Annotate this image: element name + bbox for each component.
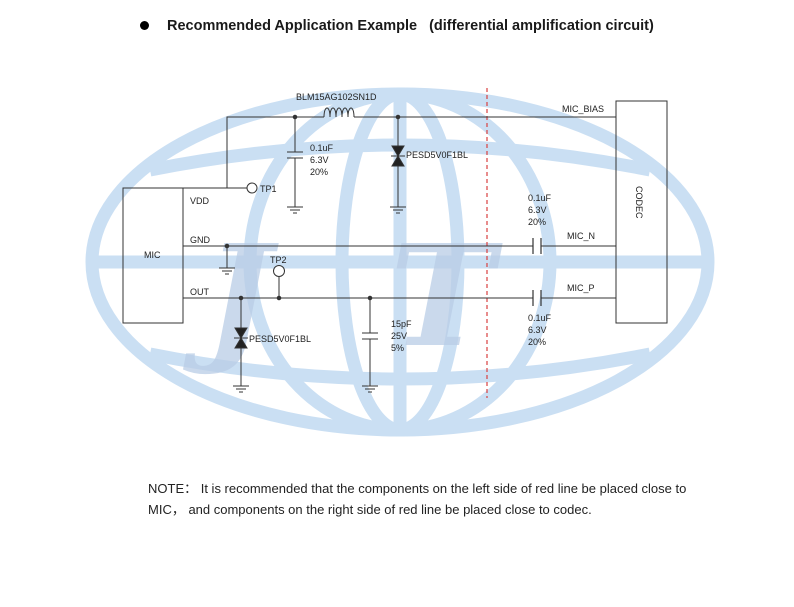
cap-out (362, 295, 378, 393)
cap-p-value: 0.1uF (528, 313, 552, 323)
cap-out-value: 15pF (391, 319, 412, 329)
cap-p-voltage: 6.3V (528, 325, 547, 335)
pin-p-label: MIC_P (567, 283, 595, 293)
svg-text:T: T (390, 215, 503, 379)
tvs-top-diode (390, 114, 406, 214)
codec-block (615, 100, 668, 324)
note-line-1: NOTE： It is recommended that the compone… (148, 481, 687, 496)
tp1-circle[interactable] (246, 182, 258, 194)
tp2-label: TP2 (270, 255, 287, 265)
placement-note: NOTE： It is recommended that the compone… (148, 478, 748, 520)
heading-title: Recommended Application Example (167, 18, 418, 34)
mic-block (122, 187, 184, 324)
pin-bias-label: MIC_BIAS (562, 104, 604, 114)
codec-label: CODEC (634, 186, 644, 219)
cap-vdd (287, 114, 303, 214)
cap-n-voltage: 6.3V (528, 205, 547, 215)
wire-vdd (183, 116, 324, 189)
cap-n-value: 0.1uF (528, 193, 552, 203)
tvs-bottom-label: PESD5V0F1BL (249, 334, 311, 344)
tp2-probe (276, 277, 282, 301)
cap-p-tolerance: 20% (528, 337, 546, 347)
ferrite-label: BLM15AG102SN1D (296, 92, 377, 102)
cap-mic-n (532, 238, 542, 254)
cap-vdd-tolerance: 20% (310, 167, 328, 177)
pin-gnd-label: GND (190, 235, 211, 245)
cap-n-tolerance: 20% (528, 217, 546, 227)
pin-out-label: OUT (190, 287, 210, 297)
tvs-bottom-diode (233, 295, 249, 393)
tp1-label: TP1 (260, 184, 277, 194)
bullet-icon (140, 20, 149, 30)
tp2-circle[interactable] (273, 265, 285, 277)
cap-vdd-voltage: 6.3V (310, 155, 329, 165)
mic-label: MIC (144, 250, 161, 260)
watermark-globe (85, 87, 715, 437)
note-line-2: MIC， and components on the right side of… (148, 502, 592, 517)
pin-n-label: MIC_N (567, 231, 595, 241)
ferrite-bead (323, 107, 356, 118)
page-heading: Recommended Application Example (differen… (140, 18, 654, 34)
gnd-symbol-mic (219, 243, 235, 275)
cap-out-tolerance: 5% (391, 343, 404, 353)
heading-subtitle: (differential amplification circuit) (429, 18, 654, 34)
cap-vdd-value: 0.1uF (310, 143, 334, 153)
pin-vdd-label: VDD (190, 196, 210, 206)
tvs-top-label: PESD5V0F1BL (406, 150, 468, 160)
cap-mic-p (532, 290, 542, 306)
cap-out-voltage: 25V (391, 331, 407, 341)
